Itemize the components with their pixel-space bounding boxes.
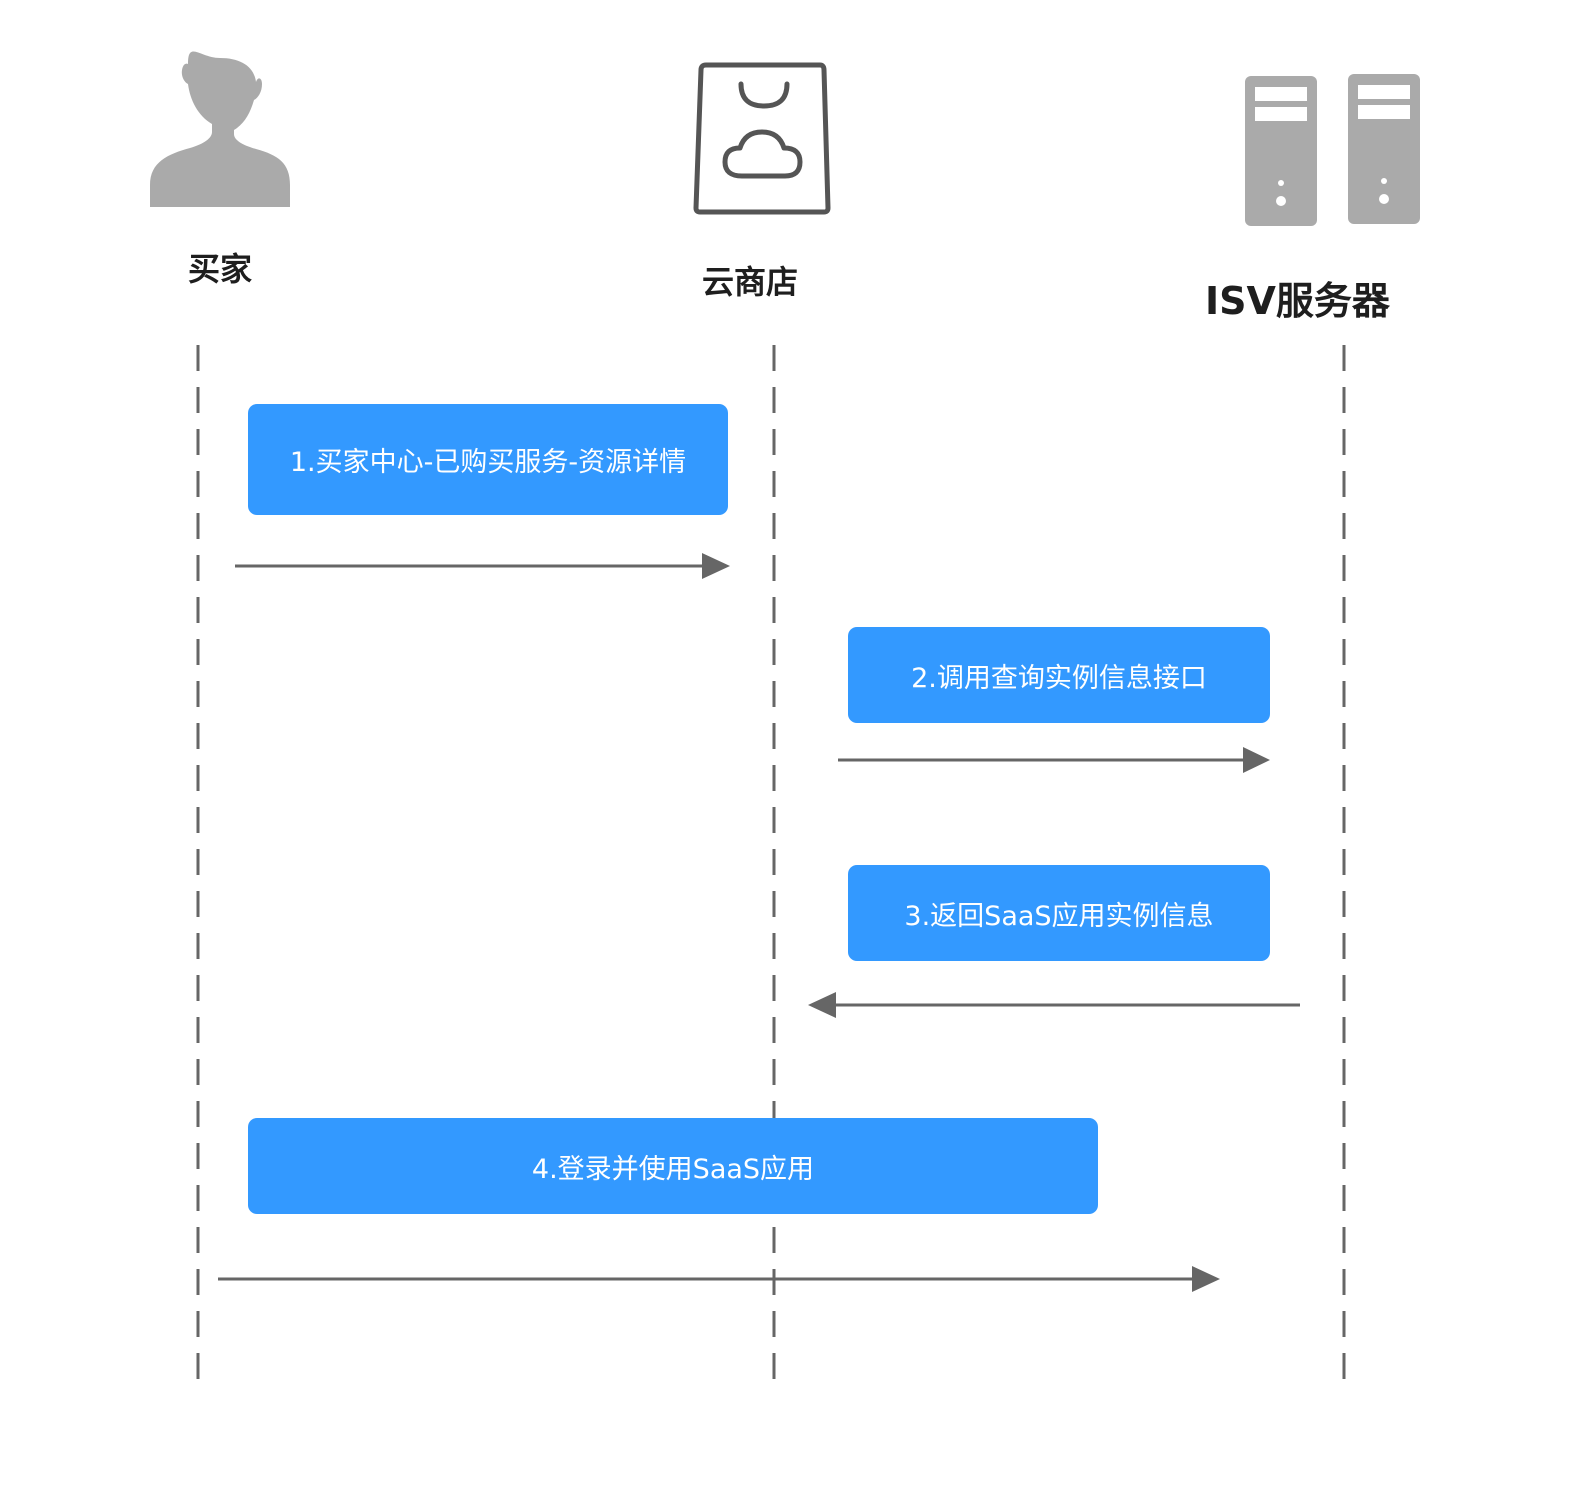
arrow-3 bbox=[808, 992, 1300, 1018]
arrow-4 bbox=[218, 1266, 1220, 1292]
message-box-2: 2.调用查询实例信息接口 bbox=[848, 627, 1270, 723]
message-box-3: 3.返回SaaS应用实例信息 bbox=[848, 865, 1270, 961]
message-text-2: 2.调用查询实例信息接口 bbox=[911, 662, 1207, 694]
message-box-1: 1.买家中心-已购买服务-资源详情 bbox=[248, 404, 728, 515]
actor-label-buyer: 买家 bbox=[187, 250, 252, 288]
message-box-4: 4.登录并使用SaaS应用 bbox=[248, 1118, 1098, 1214]
arrow-1 bbox=[235, 553, 730, 579]
actor-label-store: 云商店 bbox=[701, 263, 798, 301]
arrow-2 bbox=[838, 747, 1270, 773]
actor-label-isv: ISV服务器 bbox=[1205, 279, 1390, 323]
message-text-3: 3.返回SaaS应用实例信息 bbox=[904, 900, 1214, 932]
message-text-4: 4.登录并使用SaaS应用 bbox=[531, 1153, 815, 1185]
message-text-1: 1.买家中心-已购买服务-资源详情 bbox=[289, 447, 687, 478]
